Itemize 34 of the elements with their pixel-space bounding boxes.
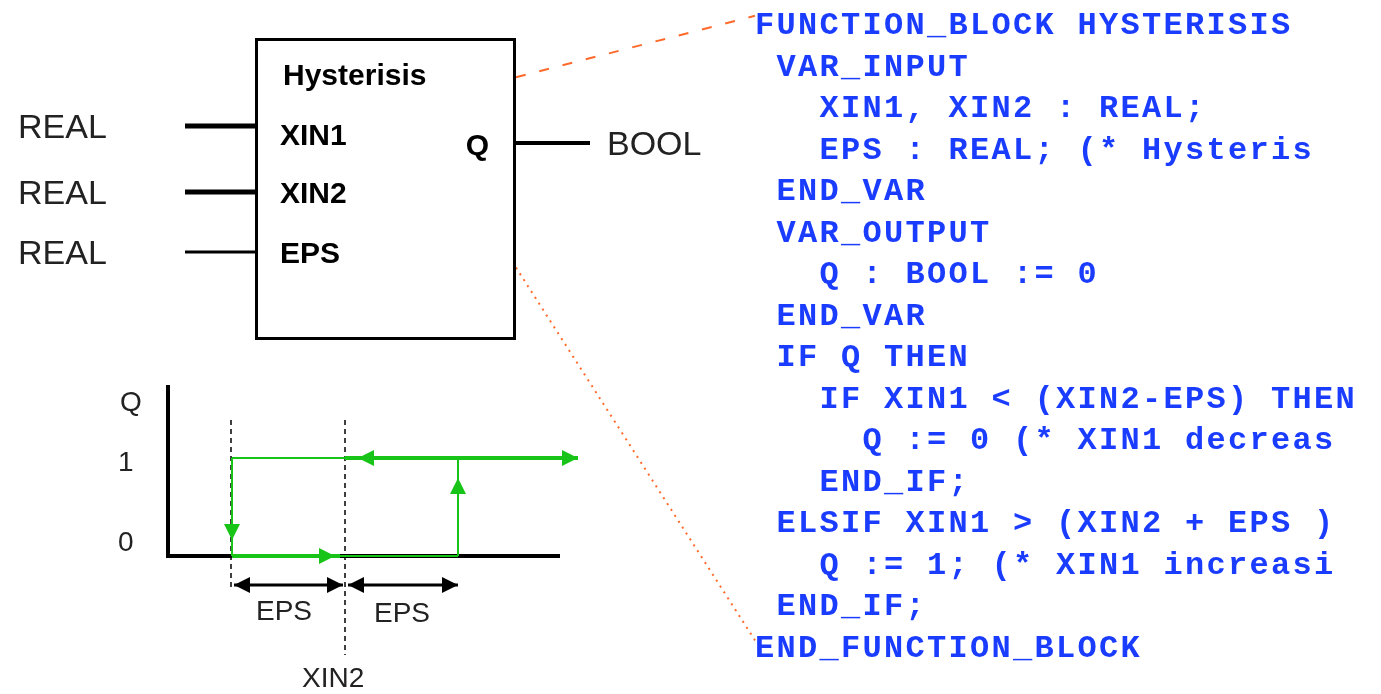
code-line: VAR_INPUT: [776, 51, 971, 84]
tick-label: 0: [118, 528, 134, 556]
code-line: IF Q THEN: [776, 342, 971, 374]
pin-label: XIN1: [258, 115, 358, 155]
code-line: END_IF;: [776, 591, 928, 623]
code-line: XIN1, XIN2 : REAL;: [819, 93, 1207, 125]
pin-label: Q: [437, 125, 513, 165]
code-line: FUNCTION_BLOCK HYSTERISIS: [755, 10, 1293, 42]
dimension-label: EPS: [374, 599, 431, 627]
function-block-box: [255, 38, 516, 340]
axis-label: Q: [120, 388, 142, 416]
data-type-label: REAL: [18, 234, 185, 270]
code-line: END_FUNCTION_BLOCK: [755, 632, 1143, 665]
data-type-label: REAL: [18, 174, 185, 210]
code-line: Q := 0 (* XIN1 decreas: [862, 425, 1336, 457]
pin-label: XIN2: [258, 173, 358, 213]
code-line: END_VAR: [776, 176, 928, 208]
code-line: EPS : REAL; (* Hysteris: [819, 134, 1315, 167]
code-line: IF XIN1 < (XIN2-EPS) THEN: [819, 383, 1358, 416]
block-title: Hysterisis: [283, 60, 427, 90]
code-line: Q : BOOL := 0: [819, 259, 1100, 291]
code-line: ELSIF XIN1 > (XIN2 + EPS ): [776, 508, 1336, 540]
tick-label: 1: [118, 448, 134, 476]
data-type-label: REAL: [18, 108, 185, 144]
code-line: END_IF;: [819, 466, 971, 499]
axis-label: XIN2: [302, 664, 365, 692]
dimension-label: EPS: [256, 597, 313, 625]
code-line: END_VAR: [776, 300, 928, 333]
leader-line: [515, 14, 756, 79]
pin-label: EPS: [258, 233, 358, 273]
leader-line: [515, 266, 756, 642]
data-type-label: BOOL: [590, 125, 725, 161]
code-line: VAR_OUTPUT: [776, 217, 992, 250]
code-line: Q := 1; (* XIN1 increasi: [819, 549, 1336, 582]
